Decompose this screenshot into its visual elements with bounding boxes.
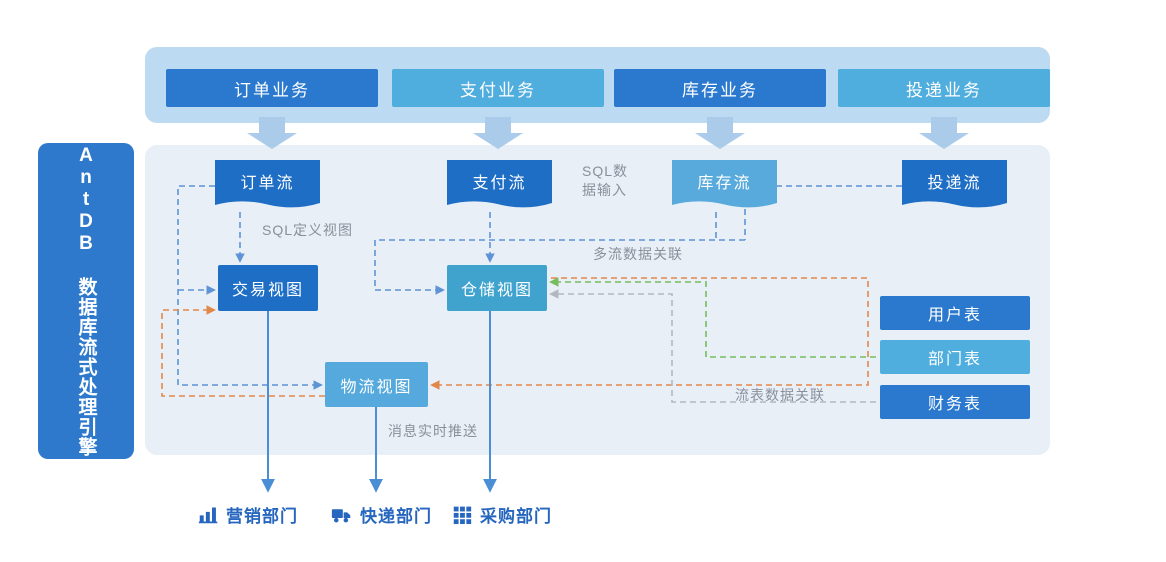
document-shape-icon (672, 160, 777, 208)
blue-dashed-edges (177, 185, 902, 390)
business-label: 库存业务 (682, 80, 758, 100)
view-label: 物流视图 (340, 378, 413, 396)
table-node-user: 用户表 (880, 296, 1030, 330)
stream-node-payment: 支付流 (447, 160, 552, 212)
department-label: 快递部门 (360, 507, 432, 526)
edge-depttable-to-warehouseview (549, 277, 876, 358)
engine-title: AntDB 数据库流式处理引擎 (75, 145, 97, 457)
stream-label: 库存流 (697, 175, 752, 192)
view-node-logistics: 物流视图 (325, 362, 428, 407)
view-node-warehouse: 仓储视图 (447, 265, 547, 311)
table-label: 用户表 (927, 307, 982, 324)
business-label: 投递业务 (906, 80, 982, 100)
truck-icon (331, 509, 351, 523)
department-label: 营销部门 (226, 507, 298, 526)
annotation-stream-table-join: 流表数据关联 (735, 387, 825, 403)
business-label: 支付业务 (460, 80, 536, 100)
business-to-stream-arrows (247, 117, 969, 149)
document-shape-icon (447, 160, 552, 208)
edge-deliverystream-left (744, 185, 902, 240)
table-node-finance: 财务表 (880, 385, 1030, 419)
stream-label: 订单流 (240, 175, 295, 192)
business-box-payment: 支付业务 (392, 69, 604, 107)
table-label: 部门表 (927, 351, 982, 368)
department-purchasing: 采购部门 (452, 502, 552, 527)
business-box-delivery: 投递业务 (838, 69, 1050, 107)
annotation-sql-input: SQL数 据输入 (582, 163, 629, 198)
grid-icon (453, 506, 472, 525)
table-node-department: 部门表 (880, 340, 1030, 374)
table-label: 财务表 (927, 396, 982, 413)
stream-label: 支付流 (472, 175, 527, 192)
bar-chart-icon (198, 507, 218, 524)
stream-node-order: 订单流 (215, 160, 320, 212)
department-express: 快递部门 (330, 502, 432, 527)
orange-dashed-edges (161, 277, 869, 397)
annotation-multi-stream-join: 多流数据关联 (593, 246, 683, 262)
sidebar-engine: AntDB 数据库流式处理引擎 (38, 143, 134, 459)
stream-label: 投递流 (927, 175, 982, 192)
document-shape-icon (215, 160, 320, 208)
department-label: 采购部门 (480, 507, 552, 526)
edge-left-loop-to-transactionview (161, 305, 325, 397)
document-shape-icon (902, 160, 1007, 208)
view-label: 仓储视图 (460, 282, 533, 299)
business-label: 订单业务 (234, 80, 310, 100)
annotation-sql-define-view: SQL定义视图 (262, 222, 354, 238)
department-marketing: 营销部门 (198, 502, 298, 527)
edge-multistream-to-warehouseview (374, 239, 745, 295)
view-label: 交易视图 (231, 282, 304, 299)
business-box-inventory: 库存业务 (614, 69, 826, 107)
annotation-realtime-push: 消息实时推送 (388, 423, 478, 439)
stream-node-inventory: 库存流 (672, 160, 777, 212)
business-box-order: 订单业务 (166, 69, 378, 107)
edge-financetable-to-warehouseview (549, 289, 876, 403)
stream-node-delivery: 投递流 (902, 160, 1007, 212)
edge-right-loop-to-logisticsview (430, 277, 869, 390)
push-arrows (261, 311, 497, 493)
view-node-transaction: 交易视图 (218, 265, 318, 311)
